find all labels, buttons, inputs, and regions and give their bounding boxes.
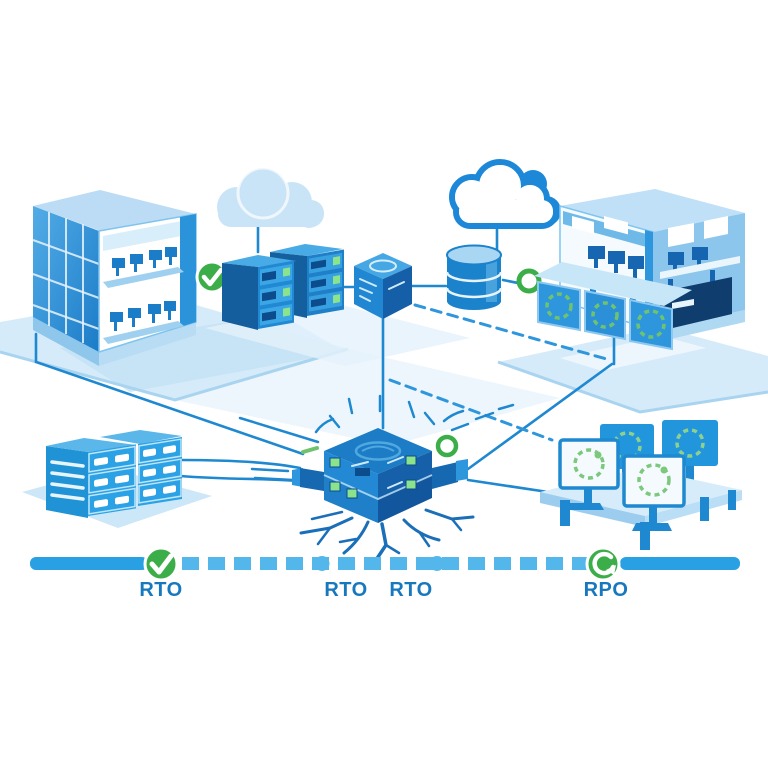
office-building-recovery <box>534 189 745 351</box>
timeline-label-rto-1: RTO <box>139 579 182 601</box>
backup-cloud <box>217 166 324 228</box>
check-circle-marker <box>143 546 179 582</box>
standalone-server-cube <box>354 253 412 319</box>
sync-cloud <box>449 159 561 229</box>
refresh-circle-marker <box>585 546 621 582</box>
office-monitors <box>110 301 176 331</box>
backup-storage-racks <box>46 430 182 518</box>
ground-cracks <box>299 508 475 562</box>
impact-burst-lines <box>238 394 515 482</box>
database-cylinder <box>445 244 503 310</box>
timeline-end-bar <box>620 557 740 570</box>
sync-ring-icon <box>516 268 542 294</box>
server-leds <box>329 455 417 499</box>
timeline-label-rto-3: RTO <box>389 579 432 601</box>
office-monitors <box>112 247 177 276</box>
failed-central-server <box>238 394 515 562</box>
primary-server-racks <box>222 244 344 330</box>
success-check-icon <box>195 260 229 294</box>
timeline-label-rpo: RPO <box>584 579 629 601</box>
dashed-sync-line <box>388 378 554 442</box>
timeline-label-rto-2: RTO <box>324 579 367 601</box>
timeline-elapsed-bar <box>30 557 148 570</box>
recovery-timeline: RTO RTO RTO RPO <box>30 546 740 601</box>
office-building-primary <box>32 190 197 366</box>
timeline-dot <box>314 556 330 571</box>
recovery-sync-panels <box>534 262 692 351</box>
dashed-sync-line <box>413 303 612 362</box>
office-monitors <box>588 246 644 278</box>
timeline-dot <box>429 556 445 571</box>
recovery-workstation-monitors <box>540 420 742 550</box>
sync-ring-icon <box>435 434 459 458</box>
ground-platforms <box>0 294 768 528</box>
